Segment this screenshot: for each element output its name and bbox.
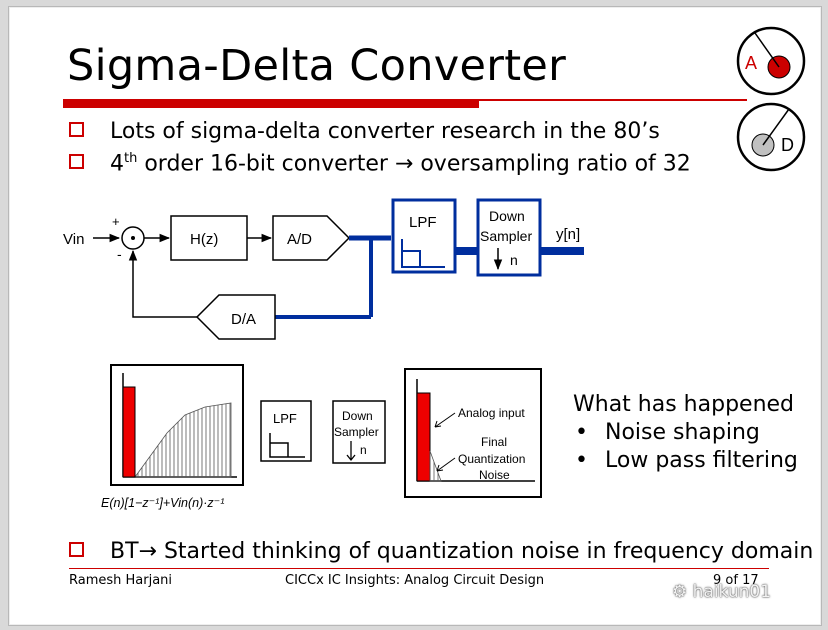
- final-noise-label-2: Quantization: [458, 452, 525, 466]
- summing-junction: [121, 226, 145, 250]
- footer-divider: [69, 568, 769, 569]
- bullet-2-sup: th: [124, 151, 138, 166]
- lpf-label-2: LPF: [273, 411, 297, 426]
- ad-label: A/D: [287, 231, 312, 248]
- slide-title: Sigma-Delta Converter: [67, 41, 567, 91]
- digital-icon-letter: D: [781, 135, 794, 155]
- lpf-label: LPF: [409, 214, 437, 231]
- downsampler-2-label-1: Down: [342, 409, 373, 423]
- bullet-1-text: Lots of sigma-delta converter research i…: [110, 119, 660, 144]
- noise-shaping-diagram: E(n)[1−z⁻¹]+Vin(n)·z⁻¹ LPF Down Sampler …: [101, 364, 542, 510]
- downsampler-block-2: [332, 400, 386, 464]
- footer-page: 9 of 17: [713, 573, 759, 588]
- transfer-formula: E(n)[1−z⁻¹]+Vin(n)·z⁻¹: [101, 496, 224, 510]
- shaped-noise-area: [134, 402, 232, 478]
- bullet-box-icon: [69, 542, 84, 557]
- downsampler-2-n: n: [360, 443, 367, 457]
- notes-block: What has happened •Noise shaping •Low pa…: [573, 391, 798, 475]
- signal-band-out: [416, 392, 431, 482]
- notes-item: •Noise shaping: [575, 420, 760, 445]
- yn-label: y[n]: [556, 226, 580, 243]
- downsampler-n: n: [510, 252, 518, 268]
- downsampler-2-label-2: Sampler: [334, 425, 379, 439]
- minus-sign: -: [117, 246, 122, 262]
- analog-icon-letter: A: [745, 53, 757, 73]
- bottom-bullet: BT→ Started thinking of quantization noi…: [69, 539, 813, 564]
- title-underline-line: [479, 99, 747, 101]
- ad-icons: A D: [736, 26, 806, 172]
- lpf-response-icon: [401, 239, 445, 268]
- digital-icon[interactable]: D: [736, 102, 806, 172]
- lpf-block-2: [260, 400, 312, 462]
- watermark: ⚙ haikun01: [672, 582, 772, 602]
- notes-heading: What has happened: [573, 392, 795, 417]
- final-noise-area: [429, 450, 442, 482]
- footer-author: Ramesh Harjani: [69, 573, 173, 588]
- bullet-box-icon: [69, 154, 84, 170]
- bullet-2: 4th order 16-bit converter → oversamplin…: [69, 151, 691, 176]
- da-label: D/A: [231, 311, 256, 328]
- analog-input-label: Analog input: [458, 406, 525, 420]
- downsampler-label-1: Down: [489, 208, 525, 224]
- bottom-bullet-text: BT→ Started thinking of quantization noi…: [110, 539, 814, 564]
- title-underline-bar: [63, 99, 479, 108]
- final-noise-label-1: Final: [481, 435, 507, 449]
- downsampler-block: [476, 198, 542, 277]
- bullet-box-icon: [69, 122, 84, 137]
- da-block: [195, 294, 276, 340]
- signal-band: [122, 386, 136, 478]
- downsampler-label-2: Sampler: [480, 228, 532, 244]
- vin-label: Vin: [63, 231, 84, 248]
- footer-course: CICCx IC Insights: Analog Circuit Design: [285, 573, 545, 588]
- bullet-2-text: order 16-bit converter → oversampling ra…: [137, 151, 691, 177]
- analog-icon[interactable]: A: [736, 26, 806, 96]
- digital-bus: [275, 235, 584, 319]
- plus-sign: +: [112, 214, 120, 229]
- ad-block: [272, 215, 351, 261]
- lpf-response-icon-2: [269, 433, 305, 458]
- hz-block: [170, 215, 248, 261]
- notes-item: •Low pass filtering: [575, 448, 798, 473]
- bullet-1: Lots of sigma-delta converter research i…: [69, 119, 660, 144]
- hz-label: H(z): [190, 231, 218, 248]
- final-noise-label-3: Noise: [479, 468, 510, 482]
- slide: Sigma-Delta Converter Lots of sigma-delt…: [8, 6, 822, 626]
- bullet-2-order: 4: [110, 151, 124, 177]
- lpf-block: [391, 198, 457, 274]
- sigma-delta-block-diagram: Vin + - H(z) A/D LPF Down Sampler n y[n]: [63, 198, 584, 340]
